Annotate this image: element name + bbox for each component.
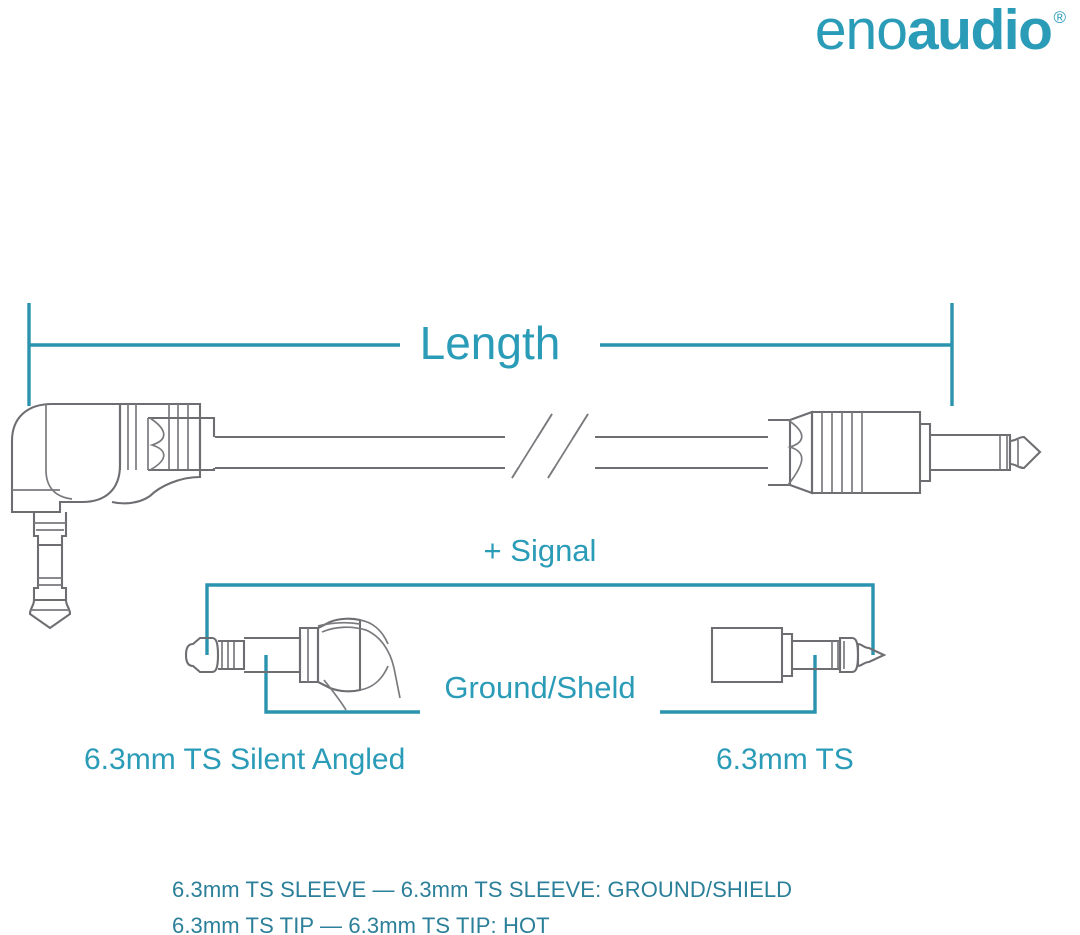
cable-body: [215, 435, 768, 470]
wiring-left-connector: [184, 617, 401, 711]
brand-logo: enoaudio®: [815, 2, 1066, 59]
cable-break-marks: [505, 413, 597, 479]
pinout-footer: 6.3mm TS SLEEVE — 6.3mm TS SLEEVE: GROUN…: [172, 872, 792, 935]
pinout-line-sleeve: 6.3mm TS SLEEVE — 6.3mm TS SLEEVE: GROUN…: [172, 877, 793, 902]
length-dimension: [27, 303, 954, 406]
length-label: Length: [419, 317, 561, 369]
ground-shield-label: Ground/Sheld: [444, 670, 636, 705]
left-connector-label: 6.3mm TS Silent Angled: [84, 743, 406, 776]
wiring-right-connector: [710, 626, 887, 684]
registered-mark-icon: ®: [1053, 8, 1066, 27]
right-connector-label: 6.3mm TS: [716, 743, 854, 776]
right-straight-connector: [768, 410, 1042, 495]
logo-text-eno: eno: [814, 0, 908, 62]
logo-text-audio: audio: [906, 0, 1053, 62]
signal-bracket: [205, 583, 875, 655]
signal-label: + Signal: [483, 533, 597, 568]
ground-bracket: [264, 655, 817, 714]
left-angled-connector: [10, 402, 216, 630]
pinout-line-tip: 6.3mm TS TIP — 6.3mm TS TIP: HOT: [172, 913, 550, 935]
